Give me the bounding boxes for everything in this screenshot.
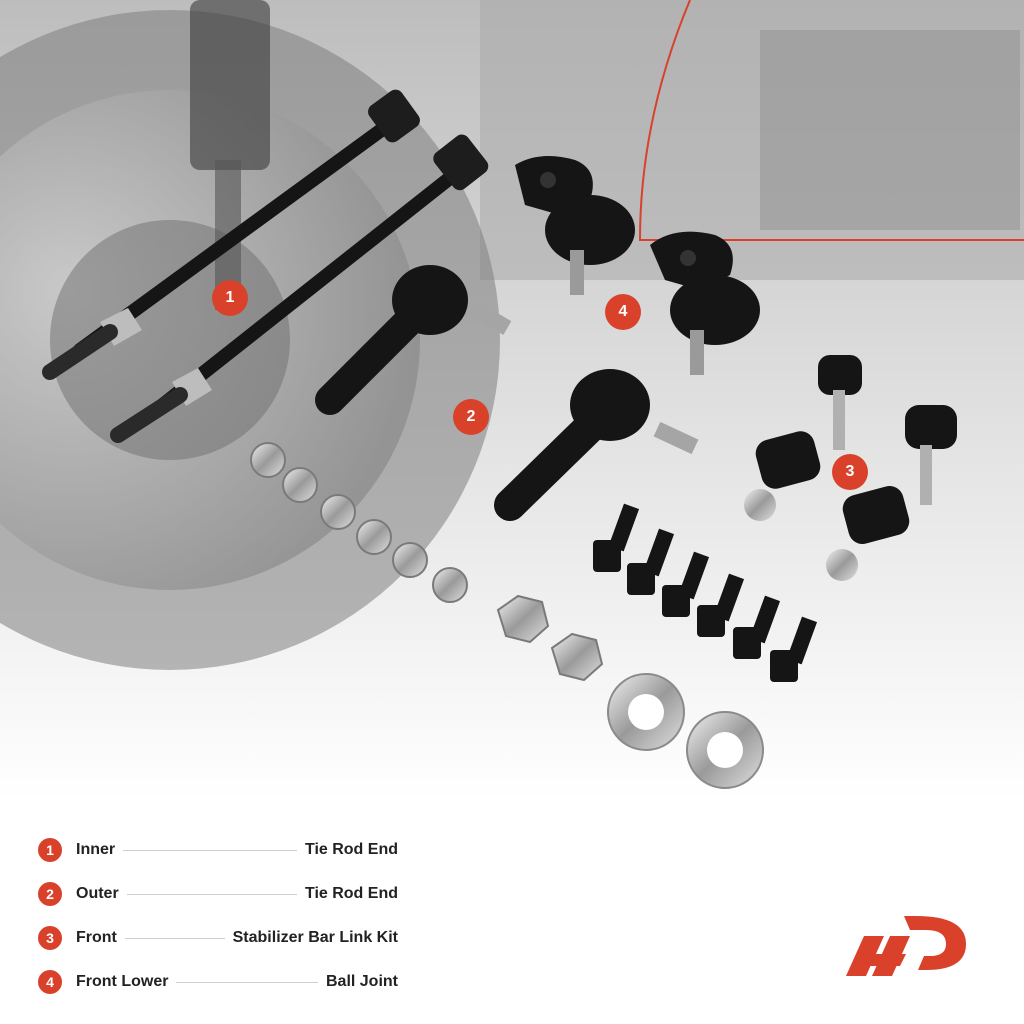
legend-divider — [126, 893, 297, 895]
outer-tie-rod-end-left — [315, 265, 512, 415]
callout-4: 4 — [605, 294, 641, 330]
legend-number-badge: 4 — [38, 970, 62, 994]
legend-number-badge: 2 — [38, 882, 62, 906]
callout-3: 3 — [832, 454, 868, 490]
legend-position-label: Front — [76, 929, 117, 946]
outer-tie-rod-end-right — [494, 369, 699, 521]
lock-washers — [607, 673, 764, 789]
legend-part-label: Ball Joint — [325, 973, 398, 990]
legend-part-label: Stabilizer Bar Link Kit — [232, 929, 398, 946]
stabilizer-link-right — [826, 405, 957, 581]
legend-part-label: Tie Rod End — [304, 841, 398, 858]
shock-boot — [190, 0, 270, 170]
inner-tie-rod-right — [110, 134, 489, 443]
callout-2: 2 — [453, 399, 489, 435]
flange-nuts — [250, 442, 468, 603]
parts-legend: 1 Inner Tie Rod End 2 Outer Tie Rod End … — [38, 828, 398, 1004]
bolts — [593, 503, 818, 682]
red-outline-line — [638, 0, 1024, 241]
legend-position-label: Front Lower — [76, 973, 169, 990]
legend-part-label: Tie Rod End — [304, 885, 398, 902]
a-premium-logo-icon — [846, 916, 966, 976]
legend-row-1: 1 Inner Tie Rod End — [38, 828, 398, 872]
stabilizer-link-left — [744, 355, 862, 521]
inner-tie-rod-left — [42, 89, 420, 380]
ball-joint-left — [515, 156, 635, 295]
legend-position-label: Outer — [76, 885, 119, 902]
legend-position-label: Inner — [76, 841, 116, 858]
product-photo — [0, 0, 1024, 800]
oil-pan — [760, 30, 1020, 230]
legend-divider — [176, 981, 318, 983]
ball-joint-right — [650, 231, 760, 375]
legend-number-badge: 1 — [38, 838, 62, 862]
legend-row-2: 2 Outer Tie Rod End — [38, 872, 398, 916]
legend-number-badge: 3 — [38, 926, 62, 950]
callout-1: 1 — [212, 280, 248, 316]
lock-nuts — [496, 594, 604, 682]
legend-row-4: 4 Front Lower Ball Joint — [38, 960, 398, 1004]
legend-row-3: 3 Front Stabilizer Bar Link Kit — [38, 916, 398, 960]
legend-divider — [124, 937, 225, 939]
legend-divider — [123, 849, 297, 851]
